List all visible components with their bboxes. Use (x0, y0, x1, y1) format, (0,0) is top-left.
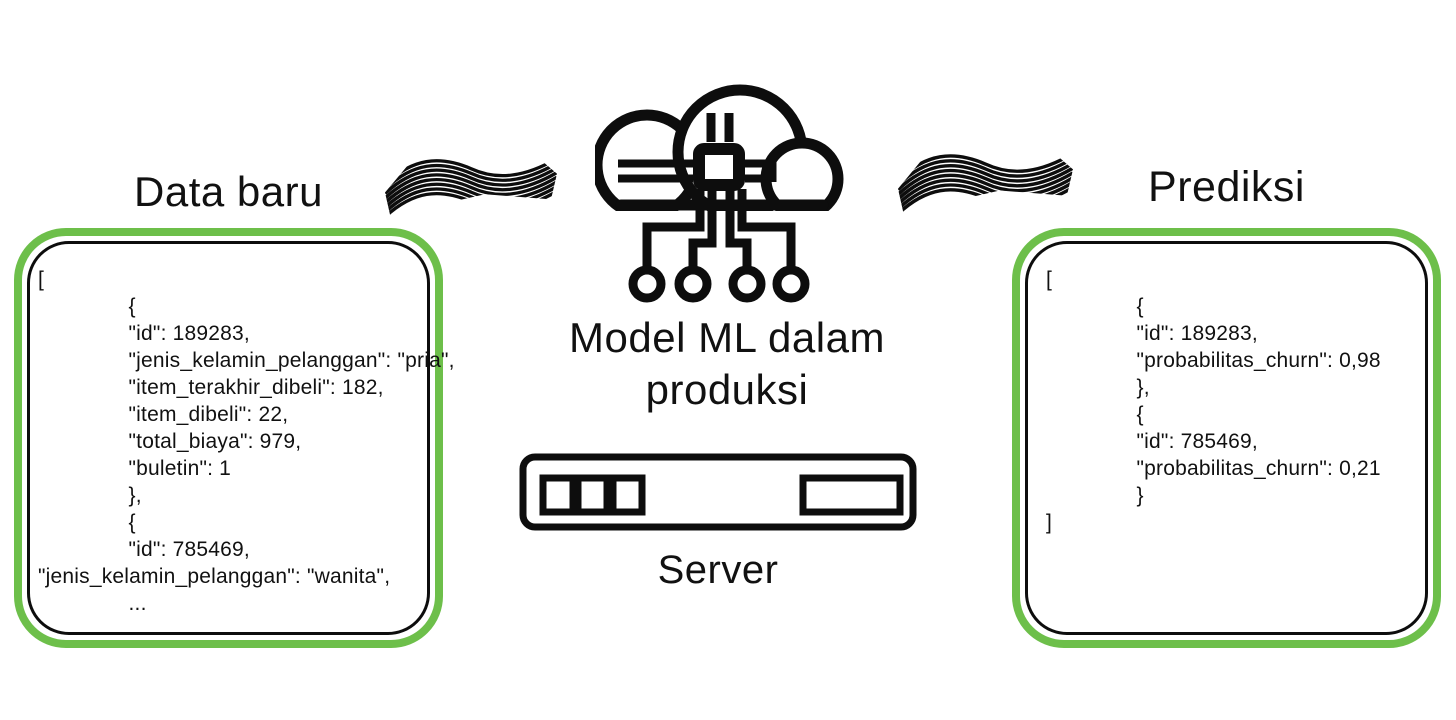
data-baru-panel (14, 228, 443, 648)
left-panel-title: Data baru (134, 168, 323, 215)
model-ml-label-line1: Model ML dalam (569, 314, 885, 361)
data-flow-wave-left-icon (385, 155, 557, 219)
prediksi-panel-border (1025, 241, 1428, 635)
prediksi-panel (1012, 228, 1441, 648)
data-baru-panel-border (27, 241, 430, 635)
server-icon (519, 453, 917, 531)
input-json-code: [ { "id": 189283, "jenis_kelamin_pelangg… (38, 268, 455, 615)
server-label: Server (657, 548, 779, 592)
model-ml-label: Model ML dalam produksi (527, 312, 927, 416)
cloud-ml-icon (595, 84, 845, 305)
model-ml-label-line2: produksi (645, 366, 809, 413)
prediction-json-code: [ { "id": 189283, "probabilitas_churn": … (1046, 268, 1381, 534)
right-panel-title: Prediksi (1148, 163, 1305, 211)
